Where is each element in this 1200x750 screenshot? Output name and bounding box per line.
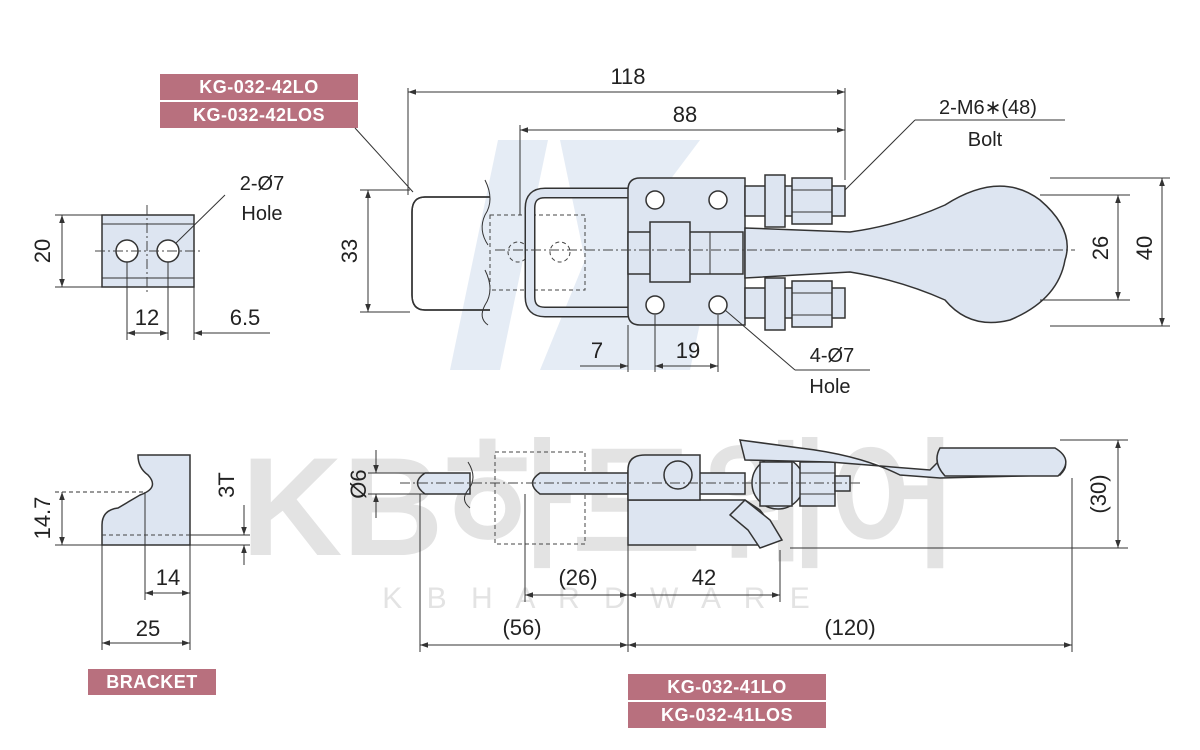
dim-bracket-pitch: 12 bbox=[135, 305, 159, 330]
hidden-bracket-side bbox=[494, 451, 586, 545]
dim-pitch-7: 7 bbox=[591, 338, 603, 363]
hook bbox=[728, 498, 784, 549]
dim-bracket-len: 25 bbox=[136, 616, 160, 641]
dim-handle-dia: 26 bbox=[1088, 236, 1113, 260]
label-bolt-word: Bolt bbox=[968, 129, 1003, 151]
dim-reach: (56) bbox=[502, 615, 541, 640]
dim-width: 33 bbox=[337, 239, 362, 263]
tag-top-model: KG-032-42LO KG-032-42LOS bbox=[160, 74, 358, 128]
tag-top-model-1: KG-032-42LO bbox=[199, 77, 319, 97]
dim-bracket-edge: 6.5 bbox=[230, 305, 261, 330]
bracket-top-view: 2-Ø7 Hole 20 12 6.5 bbox=[30, 173, 284, 340]
tag-top-model-2: KG-032-42LOS bbox=[193, 105, 325, 125]
watermark-sub: K B H A R D W A R E bbox=[382, 582, 817, 615]
label-bolt-spec: 2-M6∗(48) bbox=[939, 97, 1037, 119]
bracket-profile bbox=[101, 454, 191, 546]
tag-bottom-model: KG-032-41LO KG-032-41LOS bbox=[628, 674, 826, 728]
tag-bracket-label: BRACKET bbox=[106, 672, 198, 692]
dim-bracket-hook: 14.7 bbox=[30, 497, 55, 540]
tag-bracket: BRACKET bbox=[88, 669, 216, 695]
dim-total: (120) bbox=[824, 615, 875, 640]
label-bracket-holes-word: Hole bbox=[241, 203, 282, 225]
dim-pitch-19: 19 bbox=[676, 338, 700, 363]
dim-rod-dia: Ø6 bbox=[346, 469, 371, 498]
watermark-brand: KB하드웨어 bbox=[241, 428, 958, 585]
label-bracket-holes: 2-Ø7 bbox=[240, 173, 284, 195]
handle bbox=[744, 185, 1068, 324]
dim-overall-length: 118 bbox=[610, 64, 645, 89]
dim-bracket-t: 3T bbox=[214, 472, 239, 498]
dim-base-length: 88 bbox=[673, 102, 697, 127]
hidden-bracket bbox=[489, 214, 586, 291]
top-view-latch: 118 88 2-M6∗(48) Bolt 33 26 40 7 19 bbox=[337, 64, 1170, 398]
watermark: KB하드웨어 K B H A R D W A R E bbox=[241, 140, 959, 615]
bracket-side-view: 14.7 3T 14 25 bbox=[30, 454, 250, 650]
tag-bottom-model-1: KG-032-41LO bbox=[667, 677, 787, 697]
dim-stroke: (26) bbox=[558, 565, 597, 590]
label-holes-4: 4-Ø7 bbox=[810, 345, 854, 367]
tag-bottom-model-2: KG-032-41LOS bbox=[661, 705, 793, 725]
label-holes-4-word: Hole bbox=[809, 376, 850, 398]
dim-bracket-base: 14 bbox=[156, 565, 180, 590]
dim-side-h: (30) bbox=[1086, 474, 1111, 513]
dim-bracket-h: 20 bbox=[30, 239, 55, 263]
side-view-latch: Ø6 (30) (26) 42 (56) (120) bbox=[346, 439, 1128, 652]
dim-base-side: 42 bbox=[692, 565, 716, 590]
dim-height: 40 bbox=[1132, 236, 1157, 260]
